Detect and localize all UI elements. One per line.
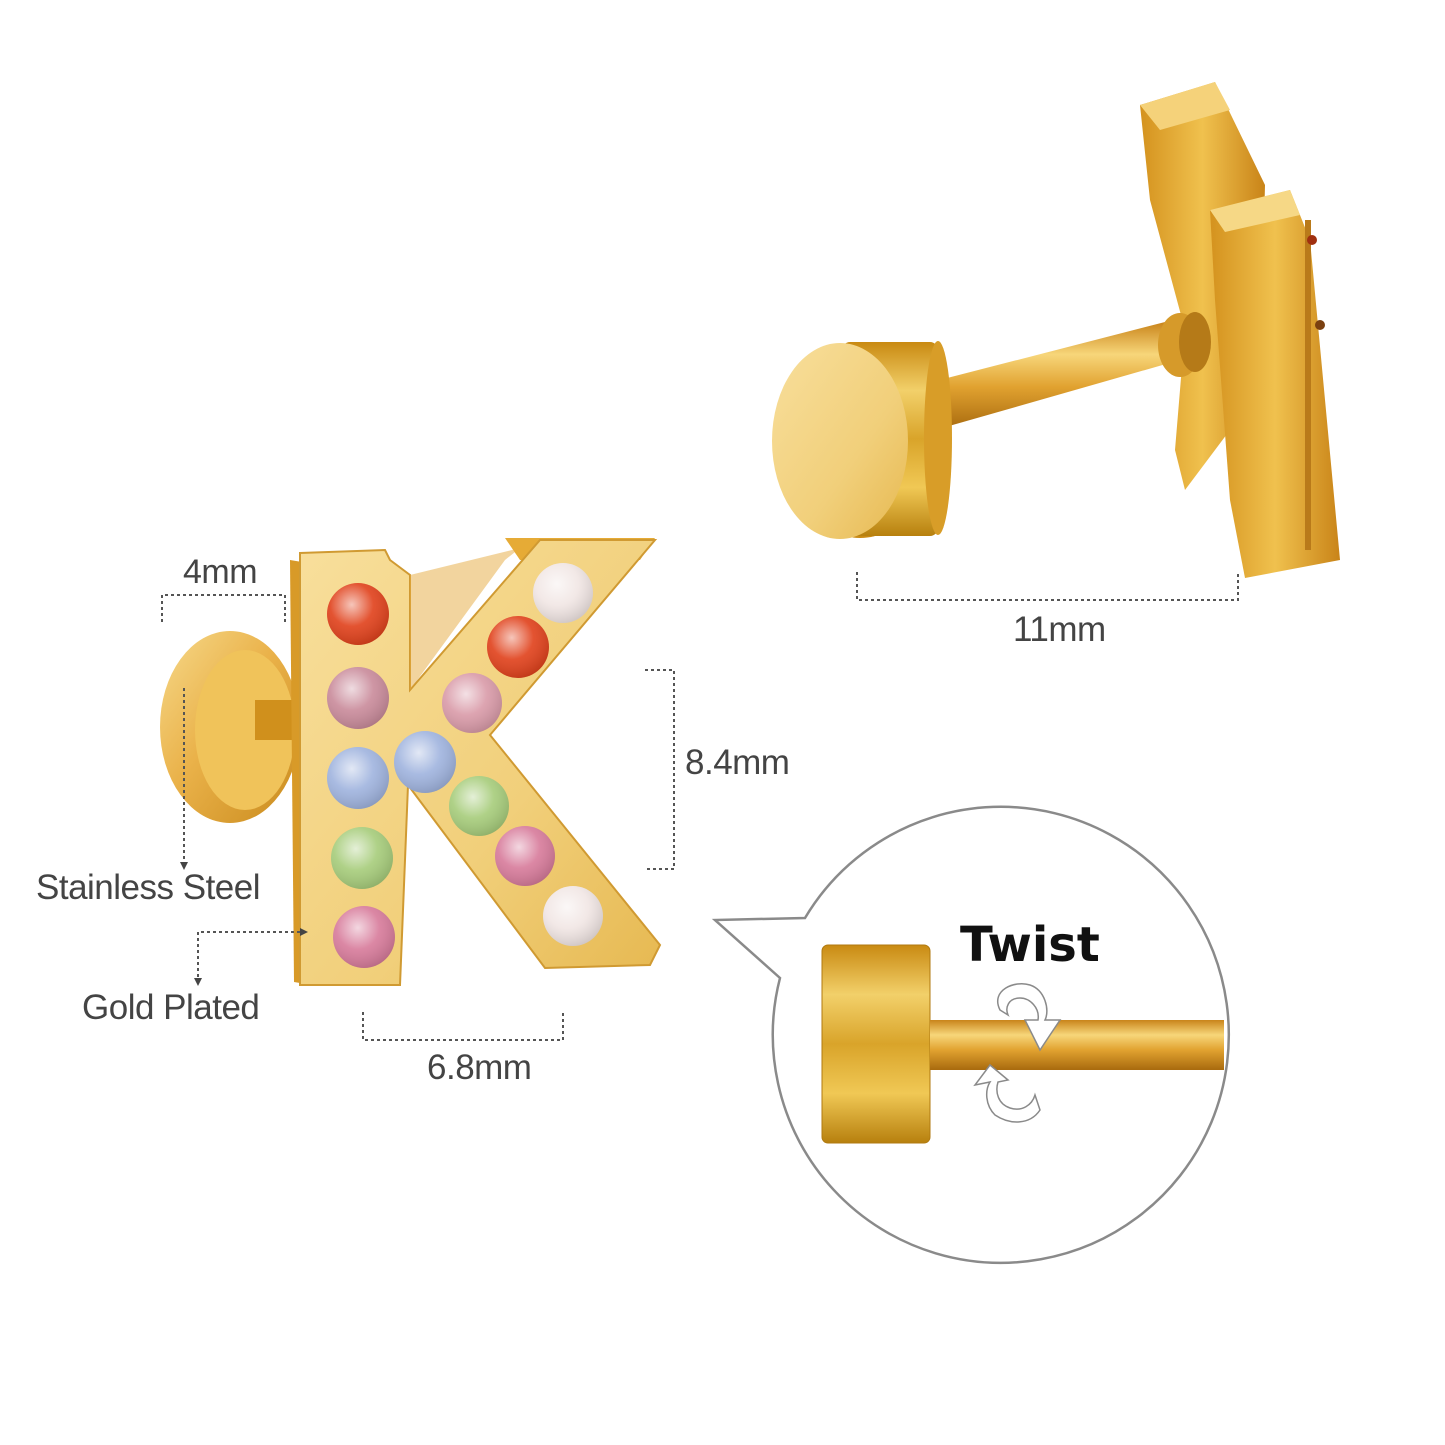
gem-stones	[327, 563, 603, 968]
arrow-head-icon	[180, 862, 188, 870]
twist-rod	[930, 1020, 1224, 1070]
arrow-head-icon	[194, 978, 202, 986]
dim-11mm	[856, 572, 1239, 601]
front-earring	[160, 538, 662, 986]
dim-6-8mm	[362, 1012, 564, 1041]
rotate-arrows-icon	[973, 983, 1062, 1123]
arrow-head-icon	[300, 928, 308, 936]
material-plating-label: Gold Plated	[82, 988, 260, 1027]
material-base-label: Stainless Steel	[36, 868, 261, 907]
arrow-gold-plated	[197, 931, 300, 980]
dimension-lines	[161, 572, 1239, 1041]
dimension-post-length: 11mm	[1013, 610, 1106, 649]
dim-4mm	[161, 594, 286, 622]
letter-k-shape	[299, 539, 662, 986]
twist-callout	[711, 805, 1231, 1265]
twist-cap	[822, 945, 930, 1143]
dimension-height: 8.4mm	[685, 743, 790, 782]
dimension-width: 6.8mm	[427, 1048, 532, 1087]
dim-8-4mm	[645, 669, 675, 870]
twist-title: Twist	[960, 917, 1100, 973]
side-earring	[772, 82, 1340, 578]
dimension-back-thickness: 4mm	[183, 553, 258, 591]
